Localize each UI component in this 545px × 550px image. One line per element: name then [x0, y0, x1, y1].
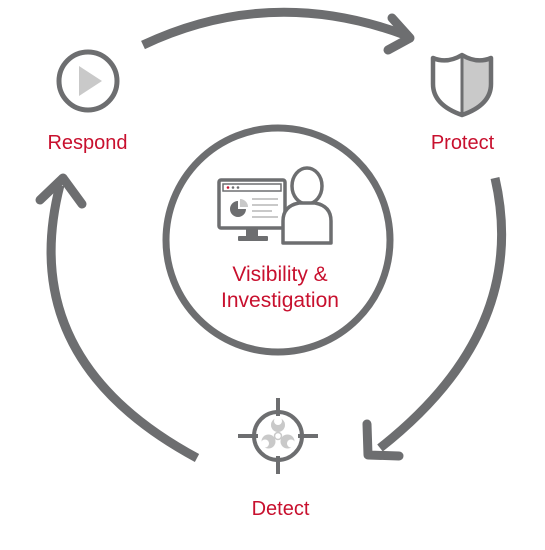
arrow-detect-to-respond — [35, 173, 200, 462]
play-icon — [56, 49, 120, 113]
shield-icon — [430, 52, 494, 118]
analyst-monitor-icon — [217, 166, 333, 245]
stage-label-detect: Detect — [251, 498, 310, 520]
center-label: Visibility & Investigation — [180, 262, 380, 314]
center-label-line1: Visibility & — [232, 263, 328, 286]
stage-label-respond: Respond — [47, 132, 128, 154]
arrow-protect-to-detect — [362, 176, 507, 461]
biohazard-crosshair-icon — [238, 398, 318, 474]
center-ring — [162, 124, 394, 356]
arrow-respond-to-protect — [141, 7, 415, 55]
stage-label-protect: Protect — [430, 132, 495, 154]
center-label-line2: Investigation — [221, 289, 339, 312]
